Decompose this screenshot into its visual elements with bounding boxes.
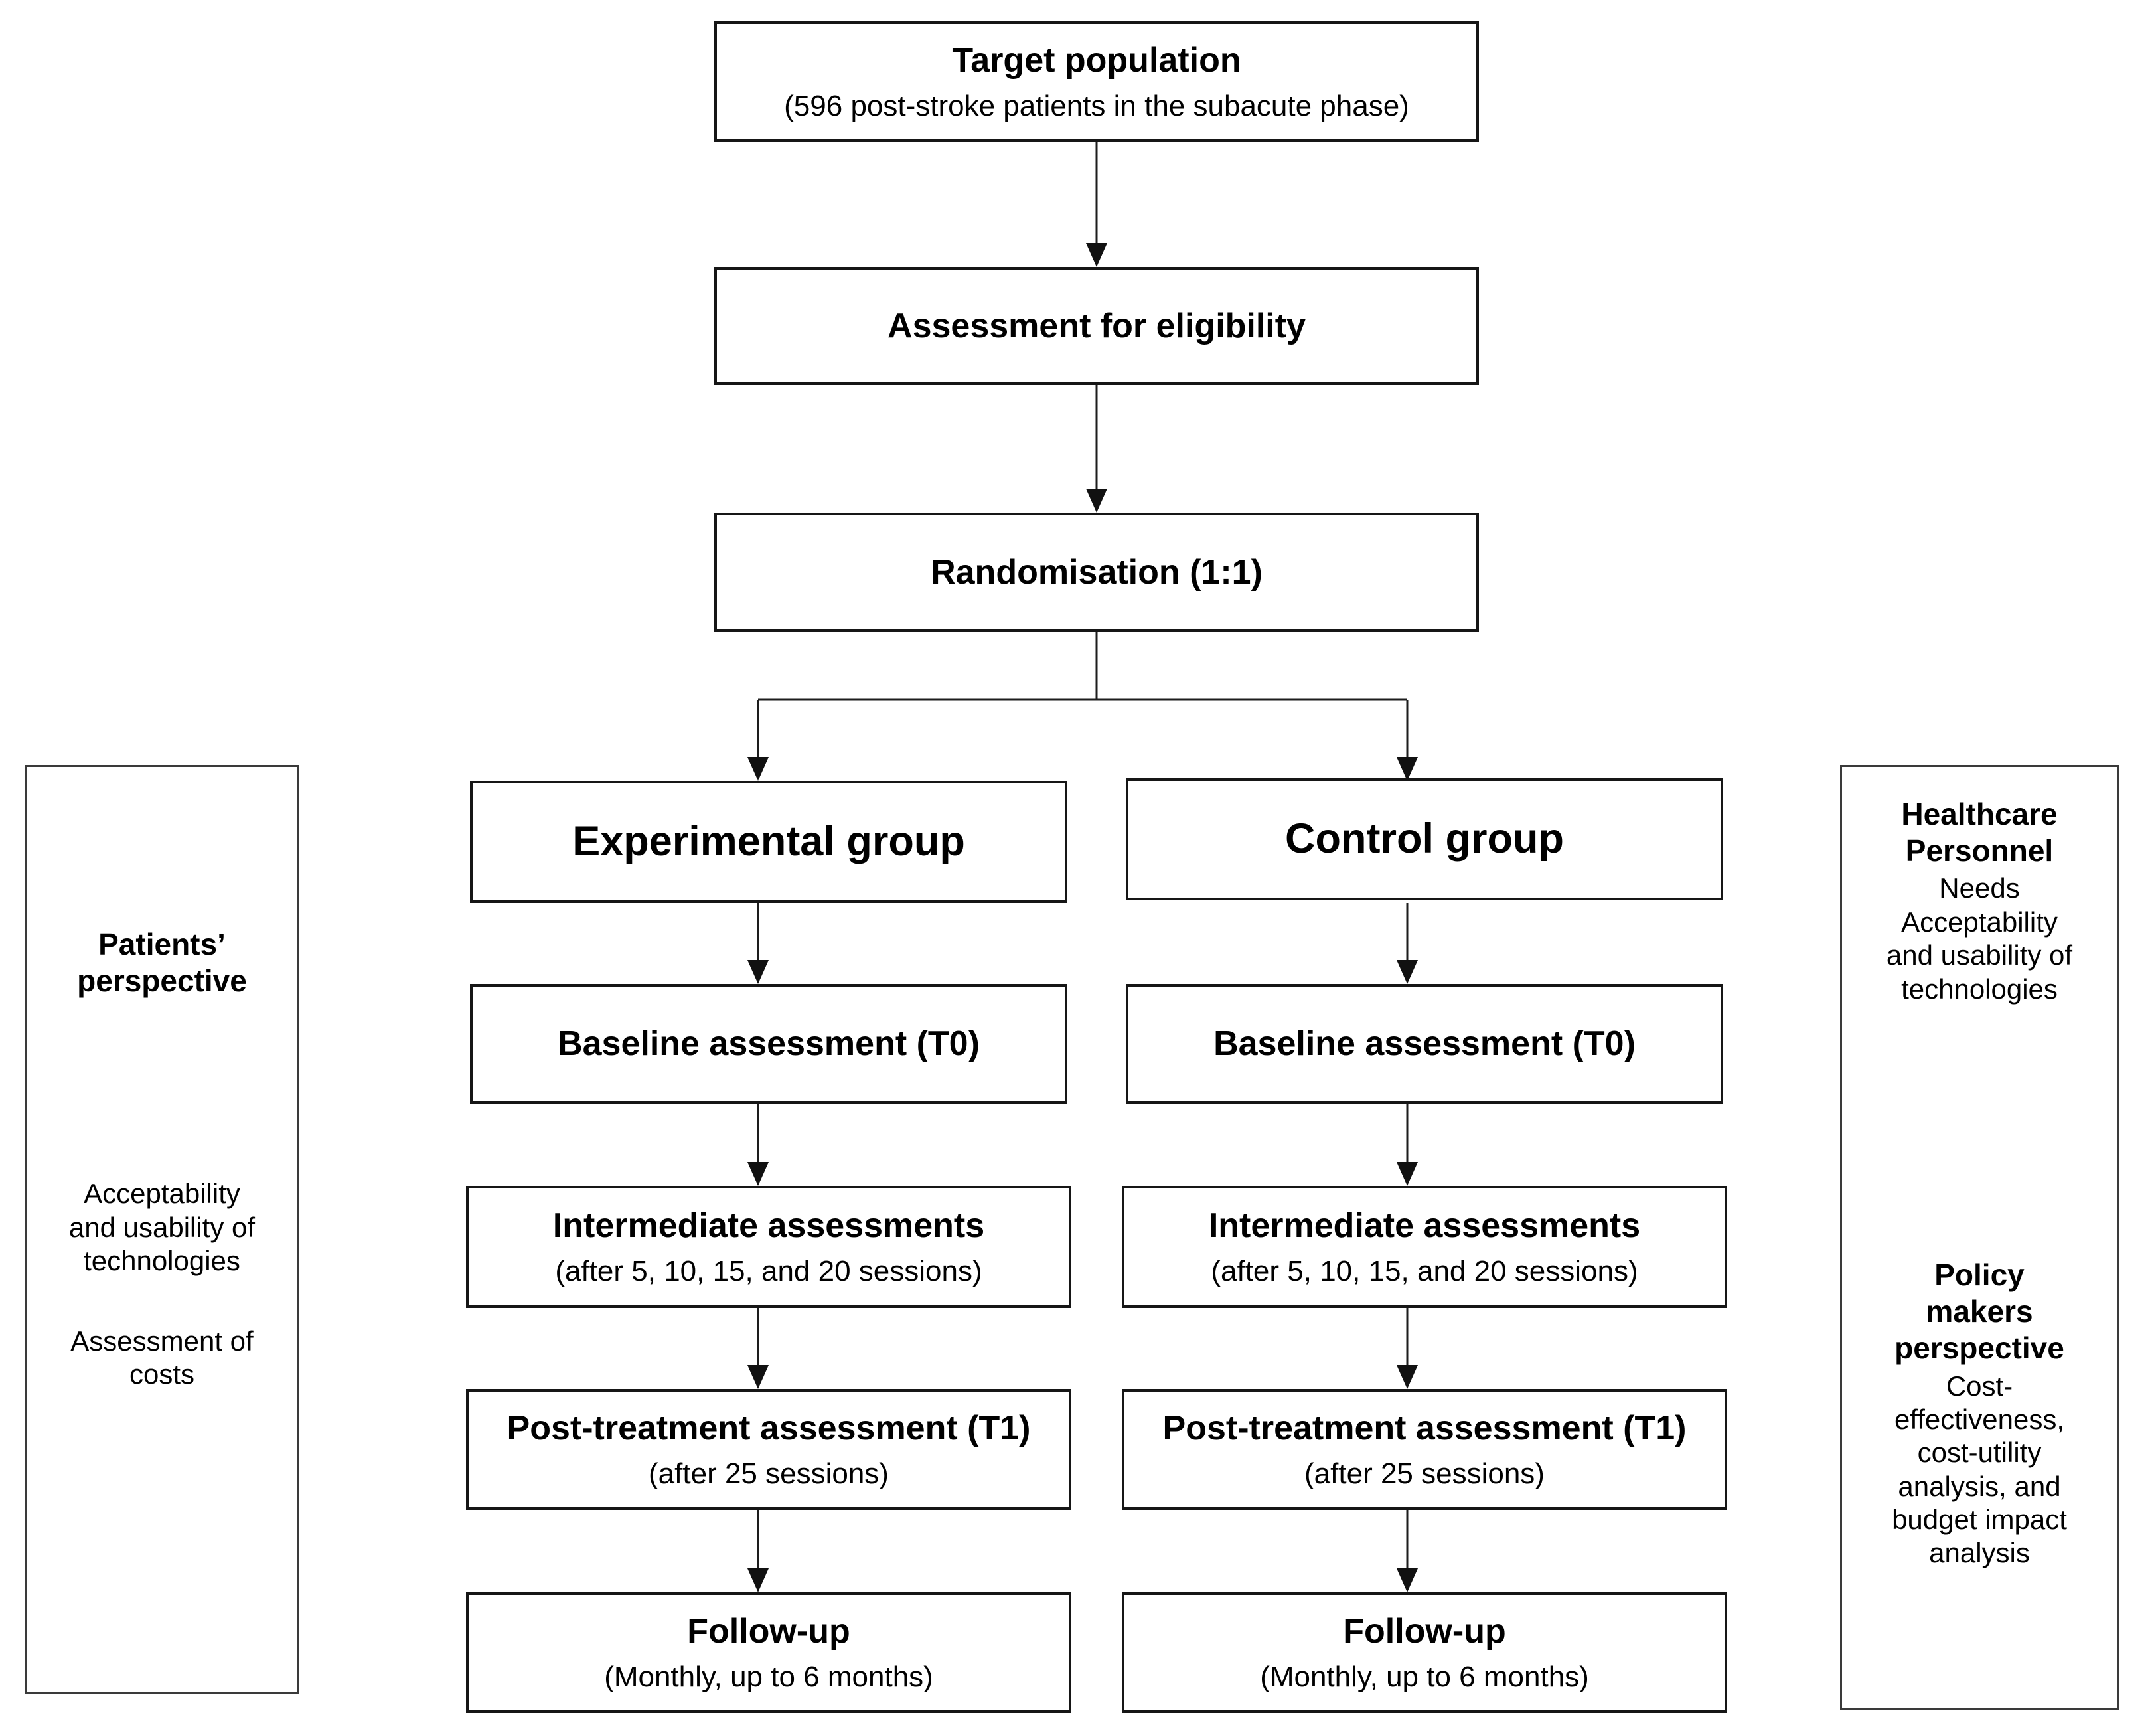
patients-perspective-item-acceptability: Acceptability and usability of technolog… — [68, 1178, 256, 1277]
arrow-ctrlgroup-to-baseline — [1397, 903, 1418, 984]
baseline-title-experimental: Baseline assessment (T0) — [558, 1024, 980, 1063]
posttreatment-subtitle-experimental: (after 25 sessions) — [649, 1457, 889, 1490]
arrow-randomisation-split — [747, 632, 1418, 781]
control-group-title: Control group — [1285, 815, 1564, 862]
baseline-box-experimental: Baseline assessment (T0) — [470, 984, 1067, 1104]
followup-subtitle-control: (Monthly, up to 6 months) — [1260, 1661, 1589, 1693]
eligibility-title: Assessment for eligibility — [887, 306, 1306, 345]
patients-perspective-panel: Patients’ perspective Acceptability and … — [25, 765, 299, 1694]
followup-title-control: Follow-up — [1343, 1612, 1506, 1651]
randomisation-title: Randomisation (1:1) — [931, 552, 1263, 592]
healthcare-personnel-body: Needs Acceptability and usability of tec… — [1886, 872, 2073, 1005]
intermediate-title-experimental: Intermediate assessments — [552, 1206, 985, 1245]
healthcare-personnel-heading: Healthcare Personnel — [1901, 797, 2058, 868]
randomisation-box: Randomisation (1:1) — [714, 513, 1479, 632]
baseline-title-control: Baseline assessment (T0) — [1213, 1024, 1636, 1063]
arrow-ctrlposttreatment-to-followup — [1397, 1510, 1418, 1592]
posttreatment-subtitle-control: (after 25 sessions) — [1304, 1457, 1545, 1490]
policy-makers-body: Cost- effectiveness, cost-utility analys… — [1892, 1370, 2067, 1569]
posttreatment-box-control: Post-treatment assessment (T1) (after 25… — [1122, 1389, 1727, 1510]
arrow-expposttreatment-to-followup — [747, 1510, 769, 1592]
patients-perspective-heading: Patients’ perspective — [77, 927, 247, 999]
target-population-title: Target population — [952, 41, 1241, 80]
arrow-expgroup-to-baseline — [747, 903, 769, 984]
arrow-ctrlbaseline-to-intermediate — [1397, 1104, 1418, 1186]
intermediate-box-experimental: Intermediate assessments (after 5, 10, 1… — [466, 1186, 1071, 1308]
patients-perspective-item-costs: Assessment of costs — [70, 1325, 254, 1390]
experimental-group-box: Experimental group — [470, 781, 1067, 903]
posttreatment-title-control: Post-treatment assessment (T1) — [1162, 1409, 1687, 1447]
target-population-box: Target population (596 post-stroke patie… — [714, 21, 1479, 142]
intermediate-subtitle-experimental: (after 5, 10, 15, and 20 sessions) — [555, 1255, 982, 1287]
experimental-group-title: Experimental group — [572, 818, 965, 865]
followup-box-control: Follow-up (Monthly, up to 6 months) — [1122, 1592, 1727, 1713]
stakeholders-panel: Healthcare Personnel Needs Acceptability… — [1840, 765, 2119, 1710]
followup-box-experimental: Follow-up (Monthly, up to 6 months) — [466, 1592, 1071, 1713]
arrow-expbaseline-to-intermediate — [747, 1104, 769, 1186]
intermediate-box-control: Intermediate assessments (after 5, 10, 1… — [1122, 1186, 1727, 1308]
arrow-expintermediate-to-posttreatment — [747, 1308, 769, 1389]
baseline-box-control: Baseline assessment (T0) — [1126, 984, 1723, 1104]
followup-subtitle-experimental: (Monthly, up to 6 months) — [604, 1661, 933, 1693]
target-population-subtitle: (596 post-stroke patients in the subacut… — [784, 90, 1409, 122]
control-group-box: Control group — [1126, 778, 1723, 900]
arrow-ctrlintermediate-to-posttreatment — [1397, 1308, 1418, 1389]
intermediate-subtitle-control: (after 5, 10, 15, and 20 sessions) — [1211, 1255, 1638, 1287]
policy-makers-heading: Policy makers perspective — [1894, 1257, 2064, 1366]
posttreatment-title-experimental: Post-treatment assessment (T1) — [506, 1409, 1031, 1447]
eligibility-box: Assessment for eligibility — [714, 267, 1479, 385]
arrow-eligibility-to-randomisation — [1086, 385, 1107, 513]
posttreatment-box-experimental: Post-treatment assessment (T1) (after 25… — [466, 1389, 1071, 1510]
arrow-target-to-eligibility — [1086, 142, 1107, 267]
intermediate-title-control: Intermediate assessments — [1208, 1206, 1641, 1245]
followup-title-experimental: Follow-up — [687, 1612, 850, 1651]
